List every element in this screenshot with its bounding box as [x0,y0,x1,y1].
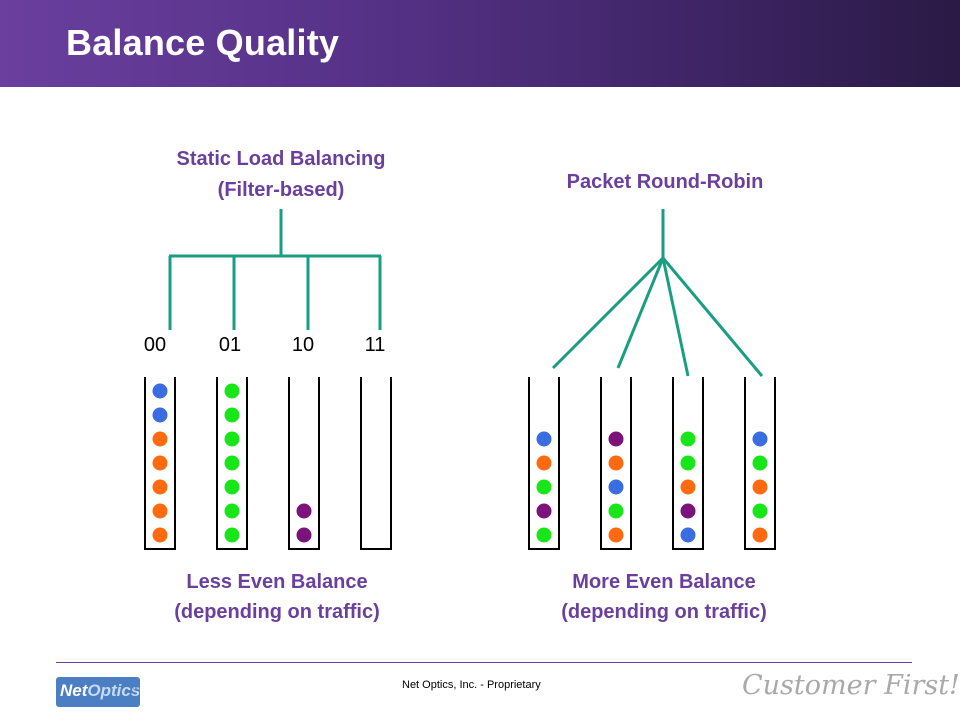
filter-bucket-3-packet-purple [296,527,312,543]
filter-bucket-1-packet-orange [152,527,168,543]
right-bucket-packets [536,431,768,543]
rr-bucket-4-packet-blue [752,431,768,447]
more-even-subcaption: (depending on traffic) [561,601,767,623]
filter-bucket-1-packet-blue [152,407,168,423]
rr-bucket-2-packet-blue [608,479,624,495]
bucket-00 [144,377,176,550]
rr-bucket-4-packet-orange [752,479,768,495]
left-buckets [144,377,392,550]
filter-bucket-2-packet-green [224,383,240,399]
logo-net: Net [60,681,88,700]
bucket-label-00: 00 [144,334,166,356]
filter-bucket-1-packet-orange [152,479,168,495]
rr-bucket-3-packet-green [680,431,696,447]
rr-bucket-3 [672,377,704,550]
rr-bucket-2-packet-orange [608,455,624,471]
static-lb-subtitle: (Filter-based) [218,179,345,201]
bucket-label-10: 10 [292,334,314,356]
netoptics-logo: NetOptics [56,677,140,707]
filter-bucket-2-packet-green [224,503,240,519]
rr-bucket-1-packet-orange [536,455,552,471]
filter-bucket-2-packet-green [224,455,240,471]
filter-bucket-1-packet-orange [152,503,168,519]
logo-registered-mark: ® [133,683,140,693]
rr-bucket-2-packet-orange [608,527,624,543]
rr-bucket-1-packet-purple [536,503,552,519]
proprietary-notice: Net Optics, Inc. - Proprietary [402,679,541,691]
filter-tree-connector [168,209,382,330]
rr-bucket-1-packet-green [536,527,552,543]
filter-bucket-2-packet-green [224,479,240,495]
bucket-label-11: 11 [365,334,386,356]
customer-first-tagline: Customer First! [742,670,960,701]
filter-bucket-2-packet-green [224,431,240,447]
right-buckets [528,377,776,550]
bucket-01 [216,377,248,550]
less-even-caption: Less Even Balance [186,571,367,593]
rr-bucket-4-packet-green [752,455,768,471]
rr-bucket-4 [744,377,776,550]
round-robin-title: Packet Round-Robin [567,171,764,193]
static-lb-title: Static Load Balancing [177,148,386,170]
rr-bucket-2-packet-purple [608,431,624,447]
filter-bucket-1-packet-orange [152,455,168,471]
logo-optics: Optics [87,681,141,700]
rr-bucket-1-packet-green [536,479,552,495]
left-bucket-packets [152,383,312,543]
round-robin-connector [551,209,764,377]
less-even-subcaption: (depending on traffic) [174,601,380,623]
logo-wordmark: NetOptics [60,681,140,701]
header-bar: Balance Quality [0,0,960,87]
filter-bucket-2-packet-green [224,527,240,543]
more-even-caption: More Even Balance [572,571,755,593]
filter-bucket-2-packet-green [224,407,240,423]
filter-bucket-1-packet-blue [152,383,168,399]
rr-bucket-3-packet-orange [680,479,696,495]
filter-bucket-3-packet-purple [296,503,312,519]
footer-divider [56,662,912,663]
filter-bucket-1-packet-orange [152,431,168,447]
bucket-10 [288,377,320,550]
rr-bucket-3-packet-blue [680,527,696,543]
page-title: Balance Quality [66,22,340,63]
rr-bucket-4-packet-orange [752,527,768,543]
rr-bucket-2 [600,377,632,550]
rr-bucket-3-packet-purple [680,503,696,519]
rr-bucket-1-packet-blue [536,431,552,447]
rr-bucket-2-packet-green [608,503,624,519]
rr-bucket-1 [528,377,560,550]
rr-bucket-3-packet-green [680,455,696,471]
bucket-11 [360,377,392,550]
bucket-label-01: 01 [219,334,241,356]
rr-bucket-4-packet-green [752,503,768,519]
